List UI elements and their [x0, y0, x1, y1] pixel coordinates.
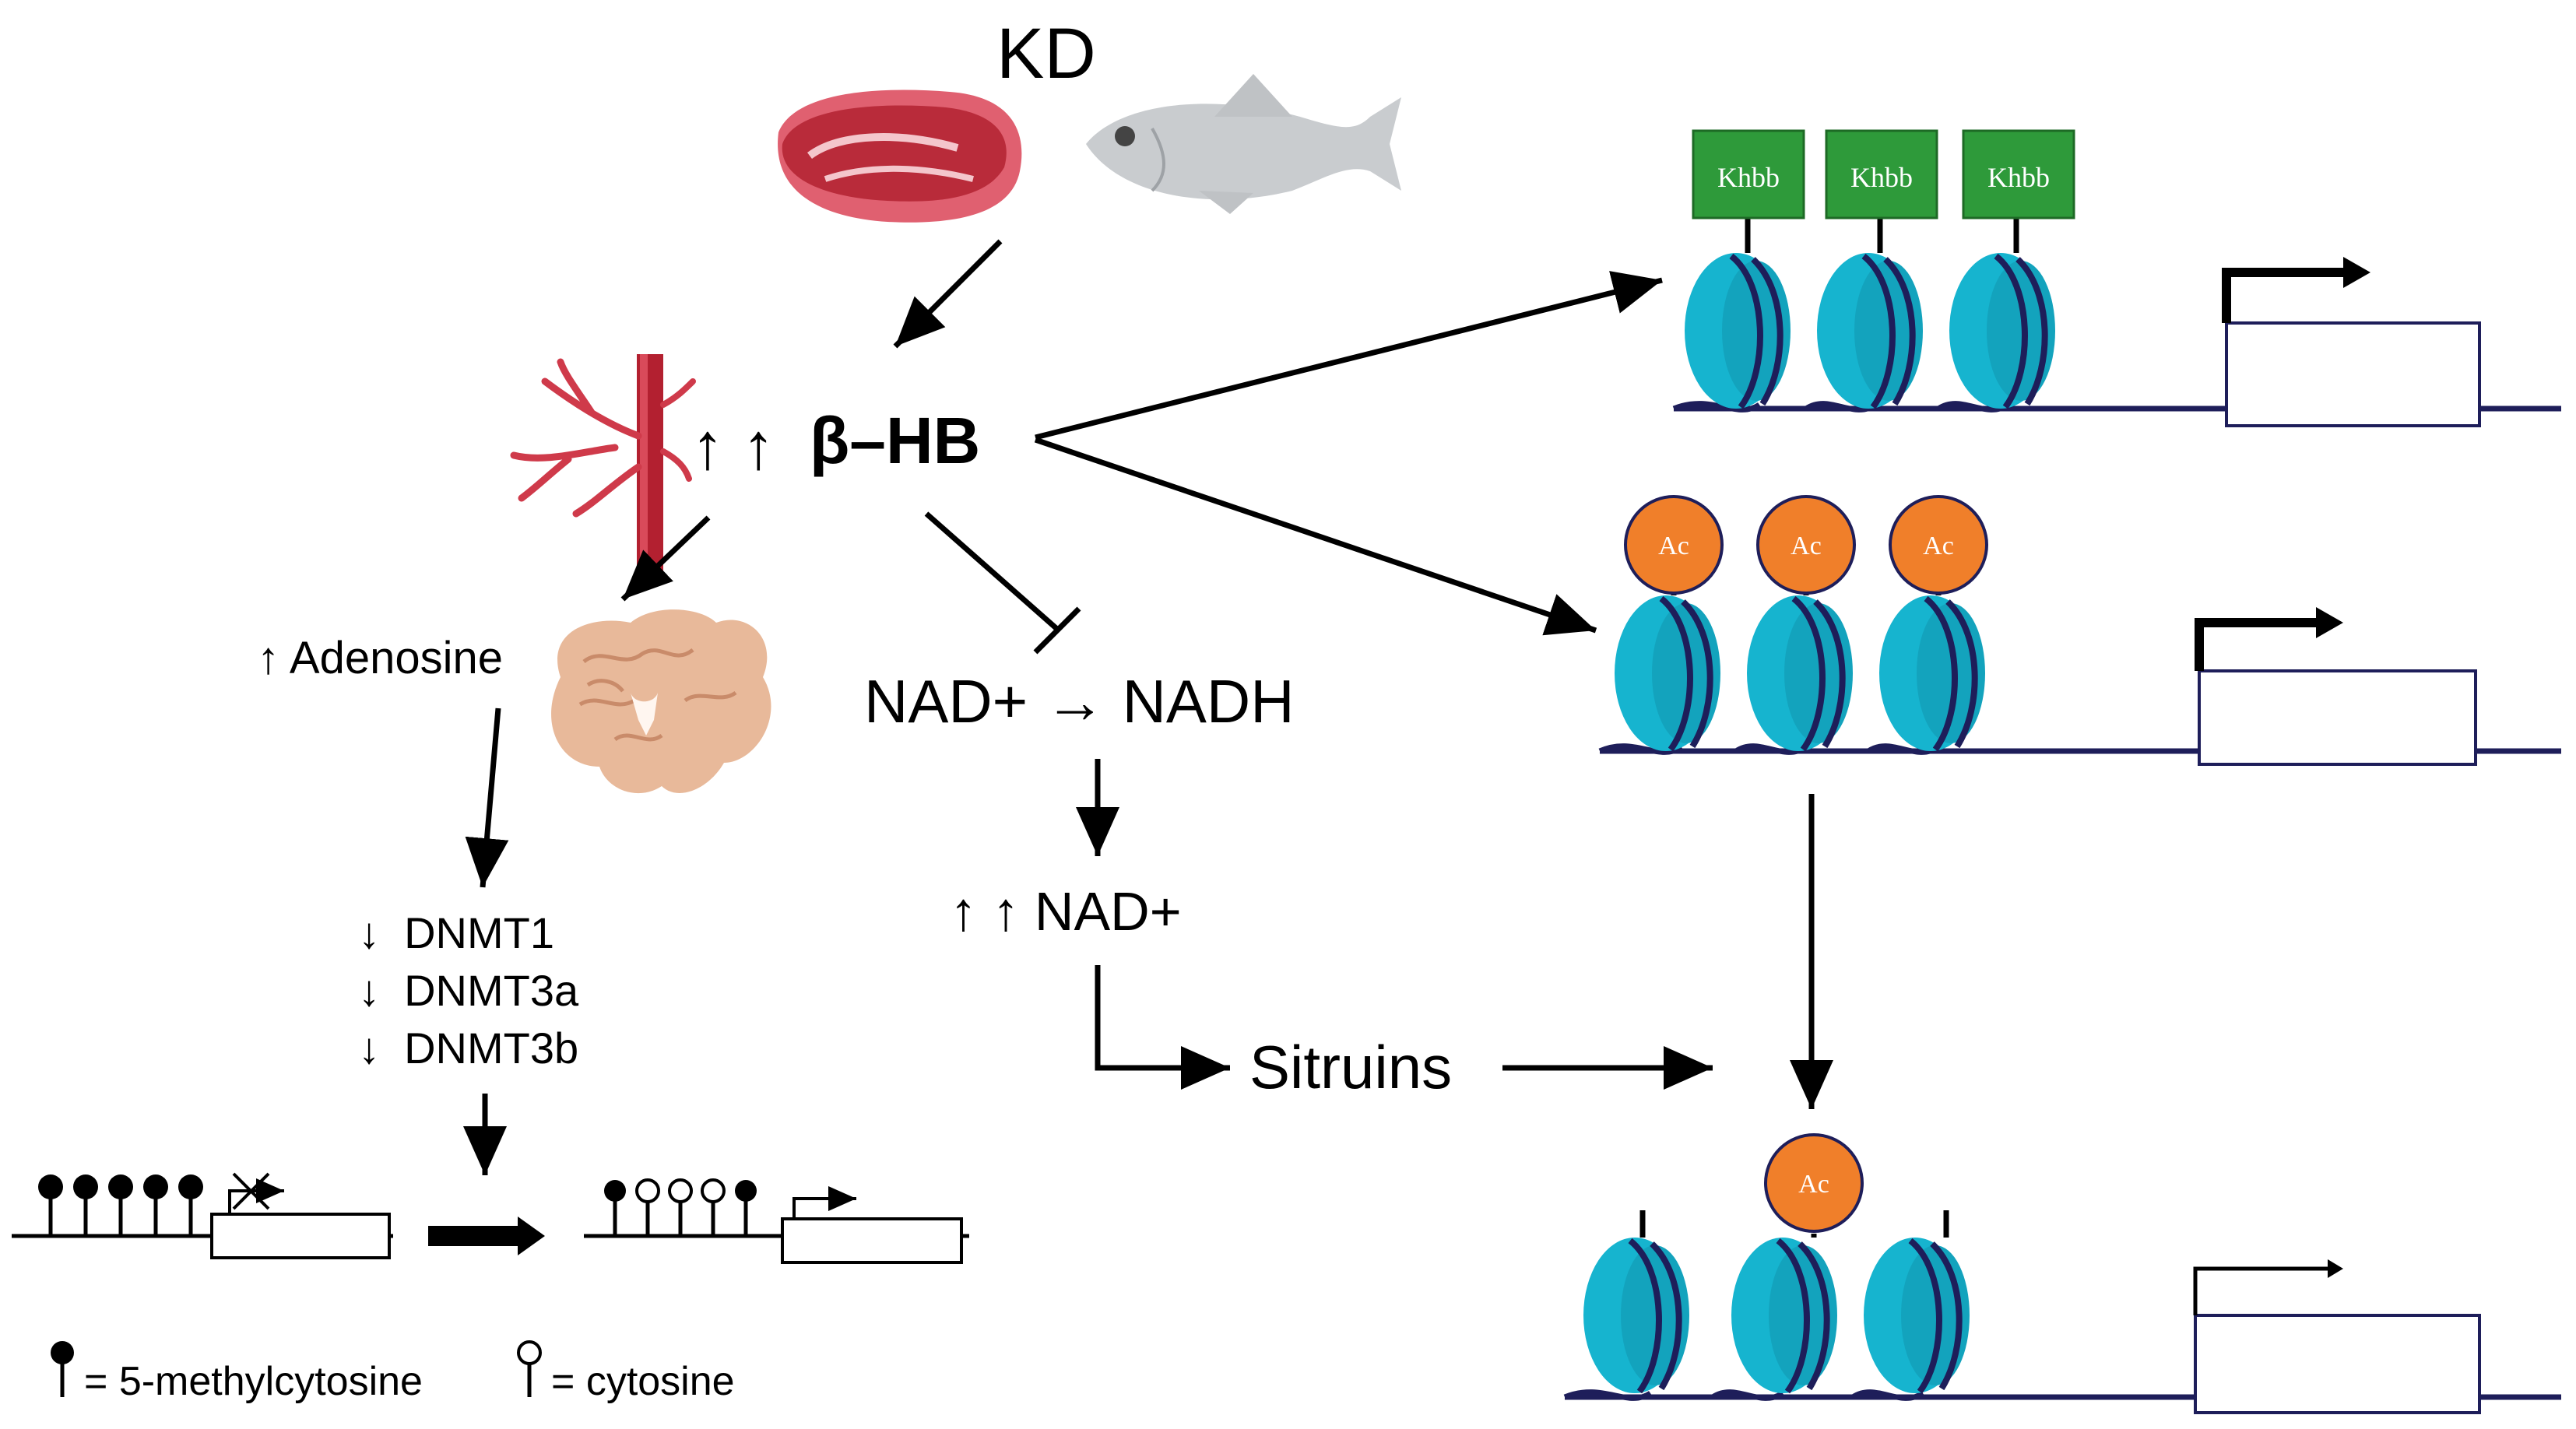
arrow-bhb-to-acetylation — [1034, 437, 1597, 636]
blood-vessel-icon — [510, 354, 696, 572]
khbb-tag-2: Khbb — [1850, 162, 1913, 193]
sirtuins-label: Sitruins — [1249, 1033, 1452, 1101]
ac-tag-3: Ac — [1923, 532, 1954, 560]
khbb-tag-3: Khbb — [1987, 162, 2050, 193]
fish-icon — [1086, 74, 1401, 214]
legend-cytosine-label: = cytosine — [551, 1359, 735, 1404]
beta-hb-label: β–HB — [810, 404, 980, 477]
demethylated-gene-active — [584, 1178, 969, 1264]
adenosine-label: ↑ Adenosine — [257, 633, 503, 683]
nad-reaction-label: NAD+ → NADH — [864, 667, 1295, 736]
brain-icon — [551, 609, 771, 794]
diet-title: KD — [996, 14, 1096, 93]
arrow-adenosine-to-dnmt — [465, 707, 509, 888]
ac-tag-2: Ac — [1791, 532, 1822, 560]
chromatin-khbb-panel — [1672, 129, 2561, 427]
ac-tag-1: Ac — [1658, 532, 1689, 560]
meat-icon — [778, 90, 1022, 223]
dnmt3a-label: ↓ DNMT3a — [358, 966, 579, 1015]
dnmt3b-label: ↓ DNMT3b — [358, 1023, 578, 1073]
legend-cytosine — [517, 1340, 542, 1397]
beta-hb-arrows: ↑ ↑ — [691, 409, 775, 483]
chromatin-deacetylated-panel — [1563, 1133, 2561, 1414]
thick-arrow-demethylation — [428, 1217, 545, 1255]
arrow-bhb-to-khbb — [1035, 271, 1663, 441]
arrow-bhb-to-adenosine — [620, 515, 711, 602]
arrow-kd-to-bhb — [893, 239, 1003, 349]
dnmt1-label: ↓ DNMT1 — [358, 908, 554, 957]
khbb-tag-1: Khbb — [1717, 162, 1780, 193]
ac-tag-deacetylated: Ac — [1798, 1170, 1829, 1199]
nad-increase-label: ↑ ↑ NAD+ — [950, 881, 1182, 942]
inhibit-bar-nad — [924, 511, 1081, 655]
arrow-nad-to-sirtuins — [1095, 965, 1230, 1090]
legend-methylcytosine — [51, 1341, 74, 1397]
chromatin-acetyl-panel — [1598, 495, 2561, 766]
legend-methylcytosine-label: = 5-methylcytosine — [84, 1359, 423, 1404]
methylated-gene-silenced — [12, 1172, 393, 1259]
